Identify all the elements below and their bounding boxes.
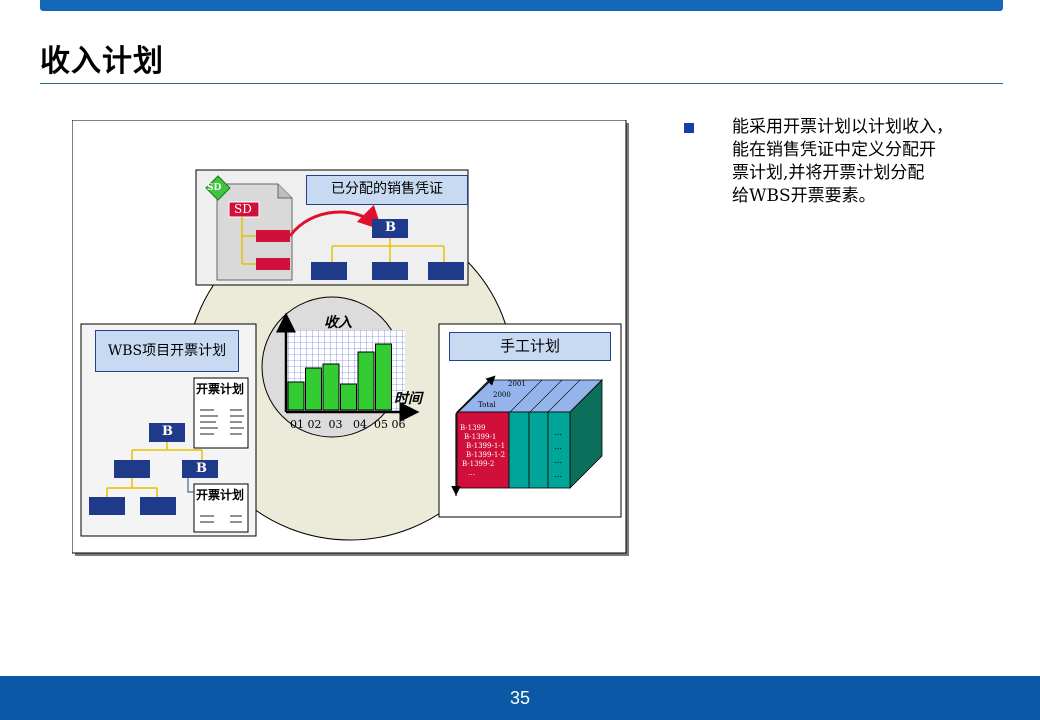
chart-bars — [287, 343, 392, 411]
chart-bar — [287, 381, 305, 411]
b-node-left-mid — [182, 460, 218, 478]
plan-card-2-lines — [200, 515, 242, 523]
title-divider — [40, 83, 1003, 84]
cube-axis-up — [455, 375, 496, 496]
bullet-line-4: 给WBS开票要素。 — [732, 186, 876, 206]
chart-y-label: 收入 — [324, 315, 352, 331]
sd-doc-badge — [228, 201, 260, 218]
manual-plan-header: 手工计划 — [449, 332, 611, 361]
b-node-left-mid-label: B — [196, 461, 207, 476]
sd-diamond-label: SD — [207, 183, 222, 193]
cube-col-3 — [547, 411, 571, 489]
sales-doc-header: 已分配的销售凭证 — [306, 175, 468, 205]
plan-card-1 — [193, 377, 249, 449]
bullet-text: 能采用开票计划以计划收入， 能在销售凭证中定义分配开 票计划,并将开票计划分配 … — [732, 116, 1012, 208]
cube-row: B-1399-2 — [462, 460, 495, 468]
tree-leaf-2 — [372, 262, 408, 280]
b-node-left-label: B — [162, 424, 173, 439]
sd-doc-badge-label: SD — [234, 202, 252, 216]
chart-bar — [322, 363, 340, 411]
left-leaf-2 — [89, 497, 125, 515]
plan-card-2-label: 开票计划 — [196, 488, 245, 502]
plan-link — [187, 478, 194, 493]
plan-card-2 — [193, 483, 249, 533]
document-fold — [277, 184, 292, 199]
cube-row: B-1399 — [460, 424, 486, 432]
doc-connector — [241, 217, 256, 265]
cube-col-dots-3: … — [554, 456, 562, 465]
cube-year-2000: 2000 — [493, 391, 511, 399]
doc-item-2 — [256, 258, 290, 270]
cube-year-2001: 2001 — [508, 380, 526, 388]
revenue-planning-diagram: 已分配的销售凭证 SD SD B WBS项目开票计划 开票计划 开票计划 B B… — [72, 120, 629, 556]
cube-col-2 — [528, 411, 549, 489]
chart-bar — [357, 351, 375, 411]
b-node-top-label: B — [385, 220, 396, 235]
b-node-top — [372, 219, 408, 238]
cube-col-dots-4: … — [554, 470, 562, 479]
bullet-line-3: 票计划,并将开票计划分配 — [732, 163, 925, 183]
cube-year-total: Total — [478, 401, 496, 409]
left-tree-lower — [106, 478, 158, 497]
cube-col-dots-2: … — [554, 442, 562, 451]
assign-arrow — [288, 204, 383, 237]
left-leaf-1 — [114, 460, 150, 478]
chart-bar — [375, 343, 392, 411]
b-node-left — [149, 423, 185, 442]
chart-bar — [305, 367, 322, 411]
top-accent-bar — [40, 0, 1003, 11]
sd-diamond-icon — [205, 175, 231, 201]
cube-row: B-1399-1 — [464, 433, 497, 441]
bullet-line-2: 能在销售凭证中定义分配开 — [732, 140, 936, 160]
cube-row: B-1399-1-2 — [466, 451, 506, 459]
cube-top-dividers — [509, 379, 581, 413]
plan-card-1-label: 开票计划 — [196, 382, 245, 396]
cube-rows: B-1399 B-1399-1 B-1399-1-1 B-1399-1-2 B-… — [460, 424, 505, 478]
doc-item-1 — [256, 230, 290, 242]
left-tree-upper — [131, 442, 203, 460]
cube-row: … — [468, 469, 475, 477]
top-tree-lines — [331, 238, 445, 262]
bullet-line-1: 能采用开票计划以计划收入， — [732, 117, 953, 137]
chart-x-label: 时间 — [394, 391, 422, 407]
wbs-header: WBS项目开票计划 — [95, 330, 239, 372]
chart-tick-labels: 01 02 03 04 05 06 — [290, 418, 406, 431]
page-title: 收入计划 — [40, 44, 164, 79]
footer-bar — [0, 676, 1040, 720]
cube-row: B-1399-1-1 — [466, 442, 506, 450]
plan-card-1-lines — [200, 409, 244, 435]
bullet-square-icon — [684, 123, 694, 133]
cube-row-block — [456, 411, 510, 489]
chart-bar — [340, 383, 357, 411]
cube-col-1 — [508, 411, 530, 489]
cube-col-dots-1: … — [554, 428, 562, 437]
left-leaf-3 — [140, 497, 176, 515]
tree-leaf-3 — [428, 262, 464, 280]
page-number: 35 — [509, 688, 531, 708]
tree-leaf-1 — [311, 262, 347, 280]
